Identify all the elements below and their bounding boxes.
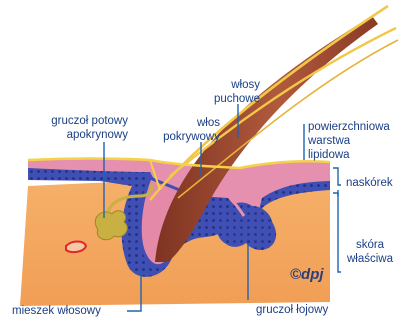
label-apocrine-sweat-gland: gruczoł potowy apokrynowy xyxy=(4,114,128,142)
label-vellus-hairs: włosy puchowe xyxy=(180,78,260,106)
label-terminal-hair: włos pokrywowy xyxy=(140,116,220,144)
publisher-logo: ©dpj xyxy=(290,266,324,283)
label-epidermis: naskórek xyxy=(346,176,393,190)
label-surface-lipid-layer: powierzchniowa warstwa lipidowa xyxy=(308,120,390,162)
label-hair-follicle: mieszek włosowy xyxy=(12,304,101,318)
label-sebaceous-gland: gruczoł łojowy xyxy=(256,303,328,317)
blood-vessel xyxy=(66,242,86,253)
label-dermis: skóra właściwa xyxy=(342,238,398,266)
